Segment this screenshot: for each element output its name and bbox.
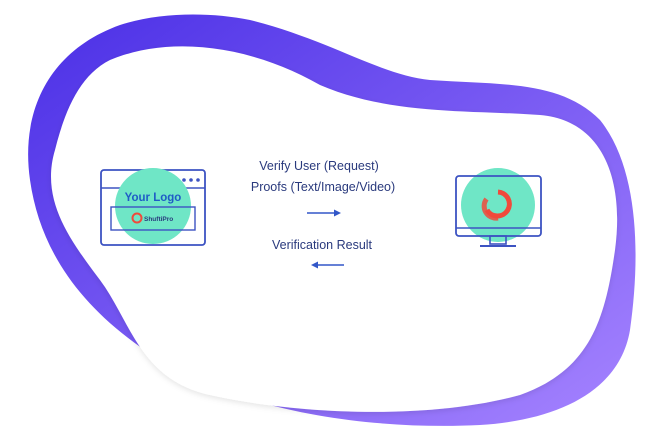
- monitor-icon: [455, 168, 542, 247]
- result-arrow: [311, 261, 344, 269]
- shufti-brand-icon: [481, 189, 512, 221]
- request-label-line-2: Proofs (Text/Image/Video): [250, 180, 396, 194]
- browser-dot-1: [182, 178, 186, 182]
- request-arrow: [307, 209, 341, 217]
- monitor-neck: [489, 235, 507, 245]
- white-blob-shape: [51, 46, 618, 412]
- monitor-teal-circle: [461, 168, 535, 242]
- logo-text: Your Logo: [125, 192, 182, 204]
- brand-text: ShuftiPro: [144, 216, 173, 223]
- brand-mark-icon: [131, 212, 143, 224]
- request-label-line-1: Verify User (Request): [259, 159, 379, 173]
- browser-window-icon: Your Logo ShuftiPro: [100, 168, 206, 246]
- result-label: Verification Result: [271, 238, 373, 252]
- logo-teal-circle: [115, 168, 191, 244]
- brand-field-box: [110, 206, 196, 231]
- browser-dot-2: [189, 178, 193, 182]
- browser-dot-3: [196, 178, 200, 182]
